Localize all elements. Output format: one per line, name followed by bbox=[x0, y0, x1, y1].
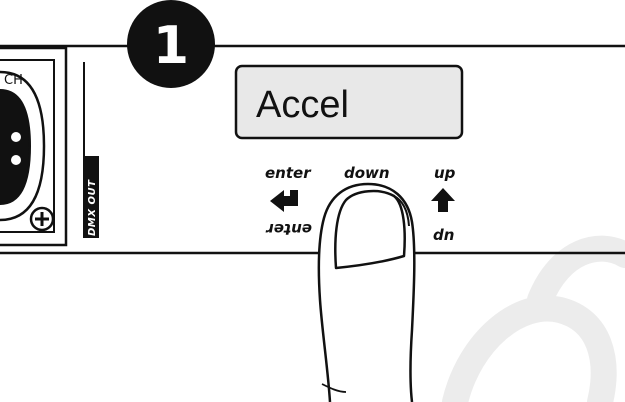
watermark bbox=[442, 235, 625, 402]
pin-icon bbox=[11, 132, 21, 142]
dmx-out-label-box: DMX OUT bbox=[83, 156, 99, 238]
step-badge: 1 bbox=[127, 0, 215, 88]
connector-partial-label: CH bbox=[4, 73, 23, 88]
lcd-display: Accel bbox=[234, 64, 464, 140]
down-button-label: down bbox=[344, 164, 390, 182]
up-button-mirrored-label: dn bbox=[433, 226, 454, 244]
enter-button-mirrored-label: enter bbox=[265, 220, 312, 238]
dmx-out-label: DMX OUT bbox=[87, 179, 98, 236]
up-button[interactable]: up dn bbox=[431, 164, 456, 244]
dmx-connector: CH bbox=[0, 46, 68, 247]
enter-button[interactable]: enter enter bbox=[265, 164, 312, 238]
enter-button-label: enter bbox=[265, 164, 312, 182]
up-arrow-icon bbox=[431, 188, 455, 212]
up-button-label: up bbox=[434, 164, 456, 182]
finger bbox=[317, 182, 416, 402]
pin-icon bbox=[11, 155, 21, 165]
step-number: 1 bbox=[153, 16, 189, 76]
lcd-text: Accel bbox=[256, 84, 349, 126]
enter-arrow-icon bbox=[270, 190, 298, 212]
screw-icon bbox=[29, 206, 55, 232]
fingernail bbox=[334, 189, 406, 270]
